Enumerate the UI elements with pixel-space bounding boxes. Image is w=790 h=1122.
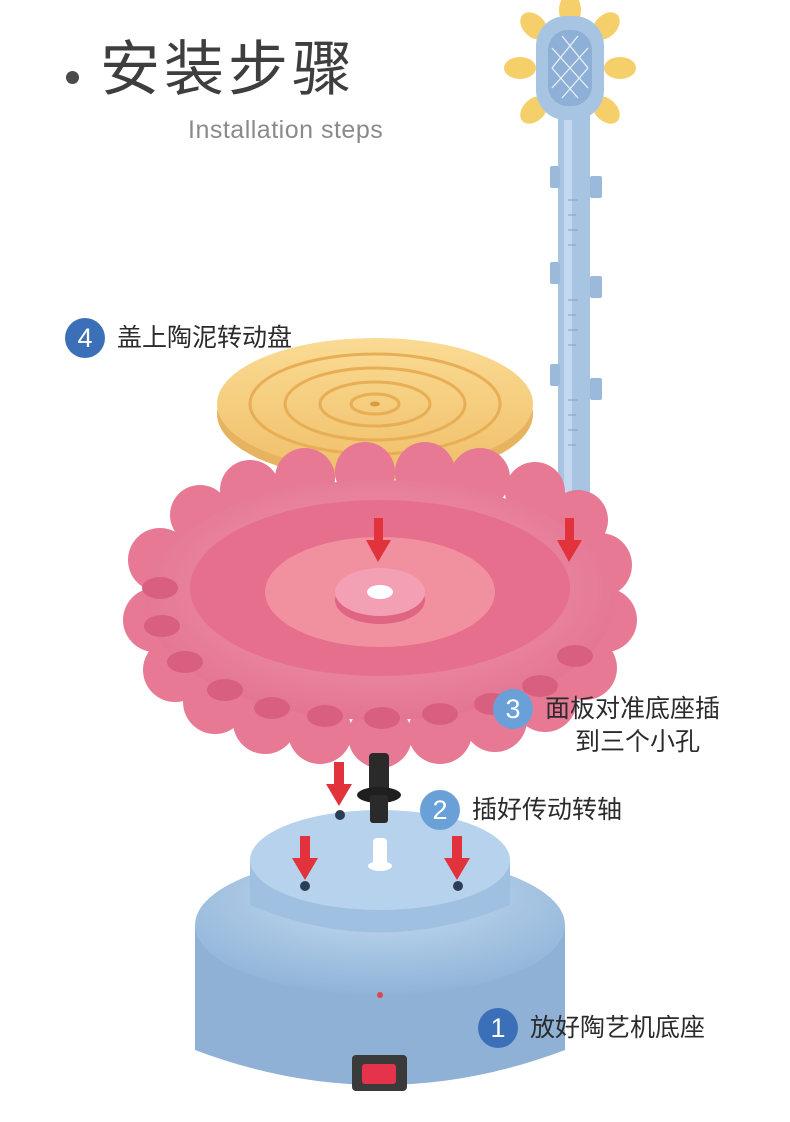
step-number-badge: 4 [65, 318, 105, 358]
title-bullet [66, 71, 79, 84]
page-subtitle: Installation steps [188, 116, 384, 144]
step-3: 3 面板对准底座插 [493, 689, 720, 729]
measuring-stick-icon [504, 0, 636, 497]
drive-shaft-icon [357, 753, 401, 823]
step-number-badge: 2 [420, 790, 460, 830]
pottery-base-icon [195, 810, 565, 1091]
step-1: 1 放好陶艺机底座 [478, 1008, 705, 1048]
step-number-badge: 3 [493, 689, 533, 729]
step-label: 放好陶艺机底座 [530, 1013, 706, 1042]
step-label: 盖上陶泥转动盘 [117, 323, 293, 352]
page-title: 安装步骤 [100, 35, 356, 105]
step-label: 插好传动转轴 [472, 795, 623, 824]
step-label-line2: 到三个小孔 [575, 727, 701, 756]
step-4: 4 盖上陶泥转动盘 [65, 318, 292, 358]
step-2: 2 插好传动转轴 [420, 790, 622, 830]
pink-panel-icon [123, 442, 637, 768]
step-number-badge: 1 [478, 1008, 518, 1048]
arrow-down-icon [292, 518, 582, 880]
clay-turntable-icon [217, 338, 533, 480]
step-label-line1: 面板对准底座插 [545, 694, 721, 723]
